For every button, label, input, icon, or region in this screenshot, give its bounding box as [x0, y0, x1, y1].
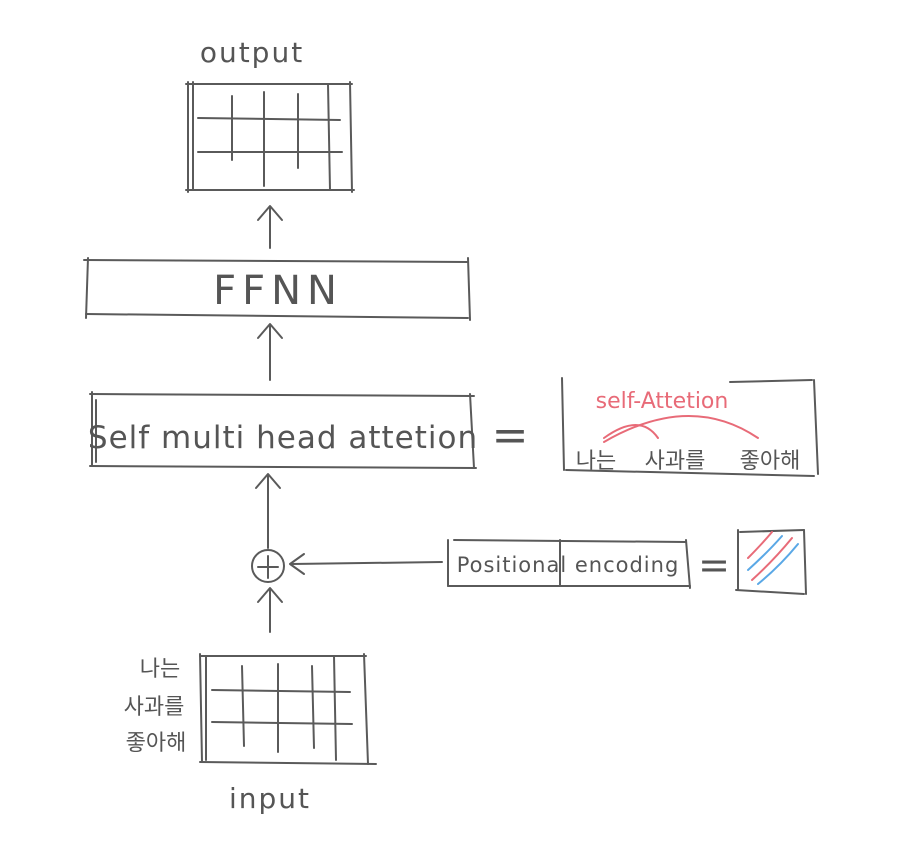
arrow-encoding-to-add — [289, 553, 443, 575]
attention-token-2: 사과를 — [645, 449, 706, 474]
arrow-add-to-attention — [255, 473, 281, 549]
input-label: input — [229, 782, 311, 815]
encoding-equals-sign: = — [698, 543, 730, 587]
attention-equals-sign: = — [492, 410, 529, 461]
output-matrix — [185, 81, 355, 193]
input-token-1: 나는 — [140, 657, 180, 682]
self-attention-box — [561, 377, 819, 477]
self-attention-note: self-Attetion — [596, 389, 729, 414]
attention-label: Self multi head attetion — [88, 420, 478, 456]
attention-box — [89, 391, 477, 469]
arrow-input-to-add — [257, 587, 283, 633]
attention-token-3: 좋아해 — [740, 449, 801, 474]
attention-arc-short — [603, 424, 659, 439]
add-icon — [251, 549, 285, 583]
ffnn-label: FFNN — [213, 268, 343, 314]
encoding-illustration — [735, 529, 807, 595]
input-matrix — [199, 653, 377, 765]
positional-encoding-box — [447, 539, 691, 589]
ffnn-box — [83, 257, 471, 321]
attention-arc-long — [603, 415, 759, 443]
positional-encoding-label: Positional encoding — [457, 553, 680, 577]
input-token-3: 좋아해 — [126, 731, 187, 756]
output-label: output — [200, 36, 304, 69]
input-token-2: 사과를 — [124, 695, 185, 720]
attention-token-1: 나는 — [576, 449, 616, 474]
arrow-attention-to-ffnn — [257, 323, 283, 381]
arrow-ffnn-to-output — [257, 205, 283, 249]
